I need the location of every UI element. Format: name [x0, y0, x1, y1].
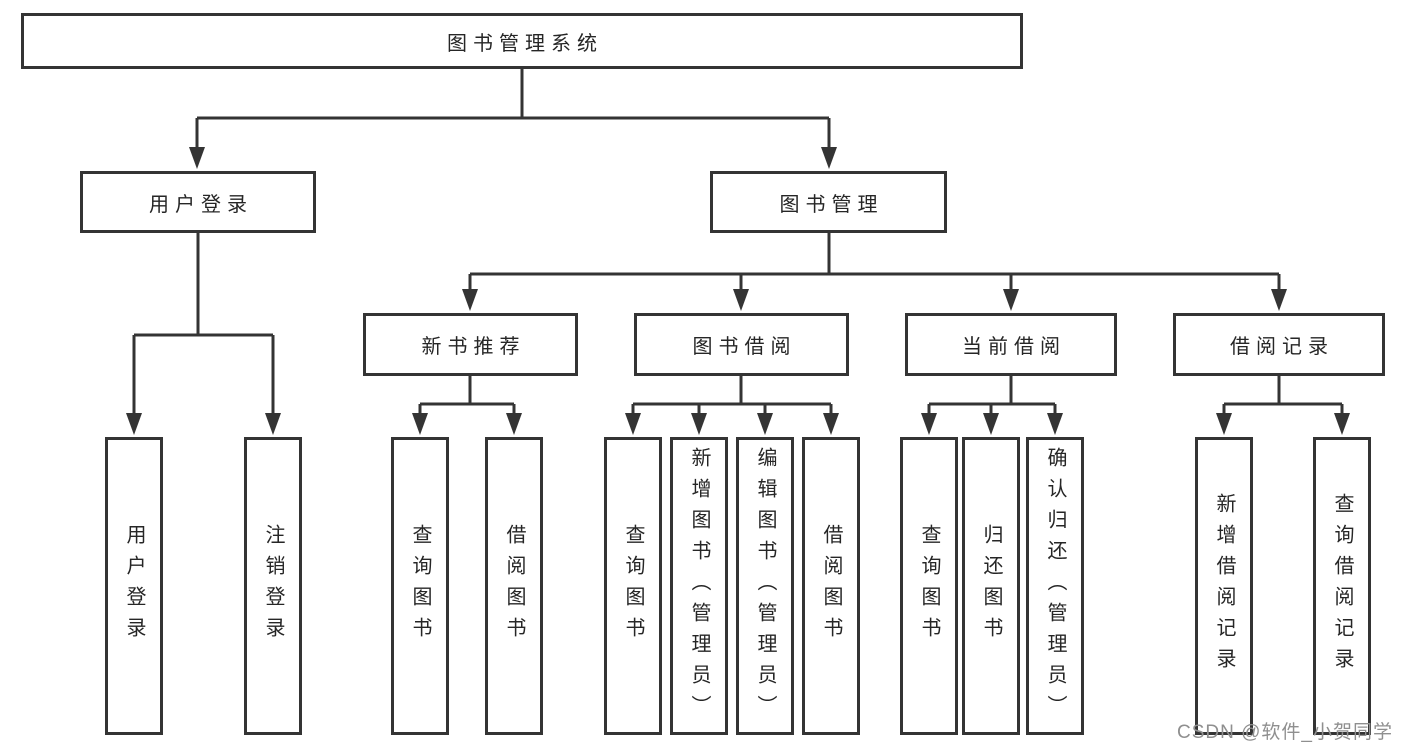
leaf-query-books-current-label: 查询图书 [918, 524, 940, 648]
leaf-add-books-admin: 新增图书（管理员） [670, 437, 728, 735]
leaf-edit-books-admin: 编辑图书（管理员） [736, 437, 794, 735]
leaf-query-books-borrowing-label: 查询图书 [622, 524, 644, 648]
leaf-confirm-return-admin: 确认归还（管理员） [1026, 437, 1084, 735]
leaf-borrow-books-recommend-label: 借阅图书 [503, 524, 525, 648]
leaf-query-books-current: 查询图书 [900, 437, 958, 735]
node-new-book-recommendation: 新书推荐 [363, 313, 578, 376]
connector-paths [132, 68, 1344, 415]
leaf-query-borrow-record-label: 查询借阅记录 [1331, 493, 1353, 679]
leaf-add-borrow-record: 新增借阅记录 [1195, 437, 1253, 735]
node-user-login-label: 用户登录 [149, 193, 253, 216]
leaf-return-books: 归还图书 [962, 437, 1020, 735]
leaf-query-books-borrowing: 查询图书 [604, 437, 662, 735]
leaf-query-books-recommend-label: 查询图书 [409, 524, 431, 648]
leaf-borrow-books-label: 借阅图书 [820, 524, 842, 648]
node-borrowing-records: 借阅记录 [1173, 313, 1385, 376]
node-borrowing-records-label: 借阅记录 [1230, 336, 1334, 358]
node-root: 图书管理系统 [21, 13, 1023, 69]
leaf-add-books-admin-label: 新增图书（管理员） [688, 446, 710, 726]
node-user-login: 用户登录 [80, 171, 316, 233]
leaf-borrow-books: 借阅图书 [802, 437, 860, 735]
csdn-watermark: CSDN @软件_小贺同学 [1177, 722, 1393, 743]
leaf-borrow-books-recommend: 借阅图书 [485, 437, 543, 735]
node-book-borrowing-label: 图书借阅 [692, 336, 797, 358]
leaf-return-books-label: 归还图书 [980, 524, 1002, 648]
leaf-logout-label: 注销登录 [262, 524, 284, 648]
leaf-user-login-label: 用户登录 [123, 524, 145, 648]
node-current-borrowing: 当前借阅 [905, 313, 1117, 376]
node-new-book-recommendation-label: 新书推荐 [421, 336, 526, 358]
node-book-borrowing: 图书借阅 [634, 313, 849, 376]
leaf-query-books-recommend: 查询图书 [391, 437, 449, 735]
node-root-label: 图书管理系统 [447, 32, 603, 55]
node-book-management-label: 图书管理 [779, 193, 884, 216]
arrowheads [126, 147, 1350, 435]
leaf-confirm-return-admin-label: 确认归还（管理员） [1044, 446, 1066, 726]
leaf-logout: 注销登录 [244, 437, 302, 735]
node-book-management: 图书管理 [710, 171, 947, 233]
leaf-edit-books-admin-label: 编辑图书（管理员） [754, 446, 776, 726]
leaf-add-borrow-record-label: 新增借阅记录 [1213, 493, 1235, 679]
node-current-borrowing-label: 当前借阅 [962, 336, 1066, 358]
leaf-user-login: 用户登录 [105, 437, 163, 735]
leaf-query-borrow-record: 查询借阅记录 [1313, 437, 1371, 735]
